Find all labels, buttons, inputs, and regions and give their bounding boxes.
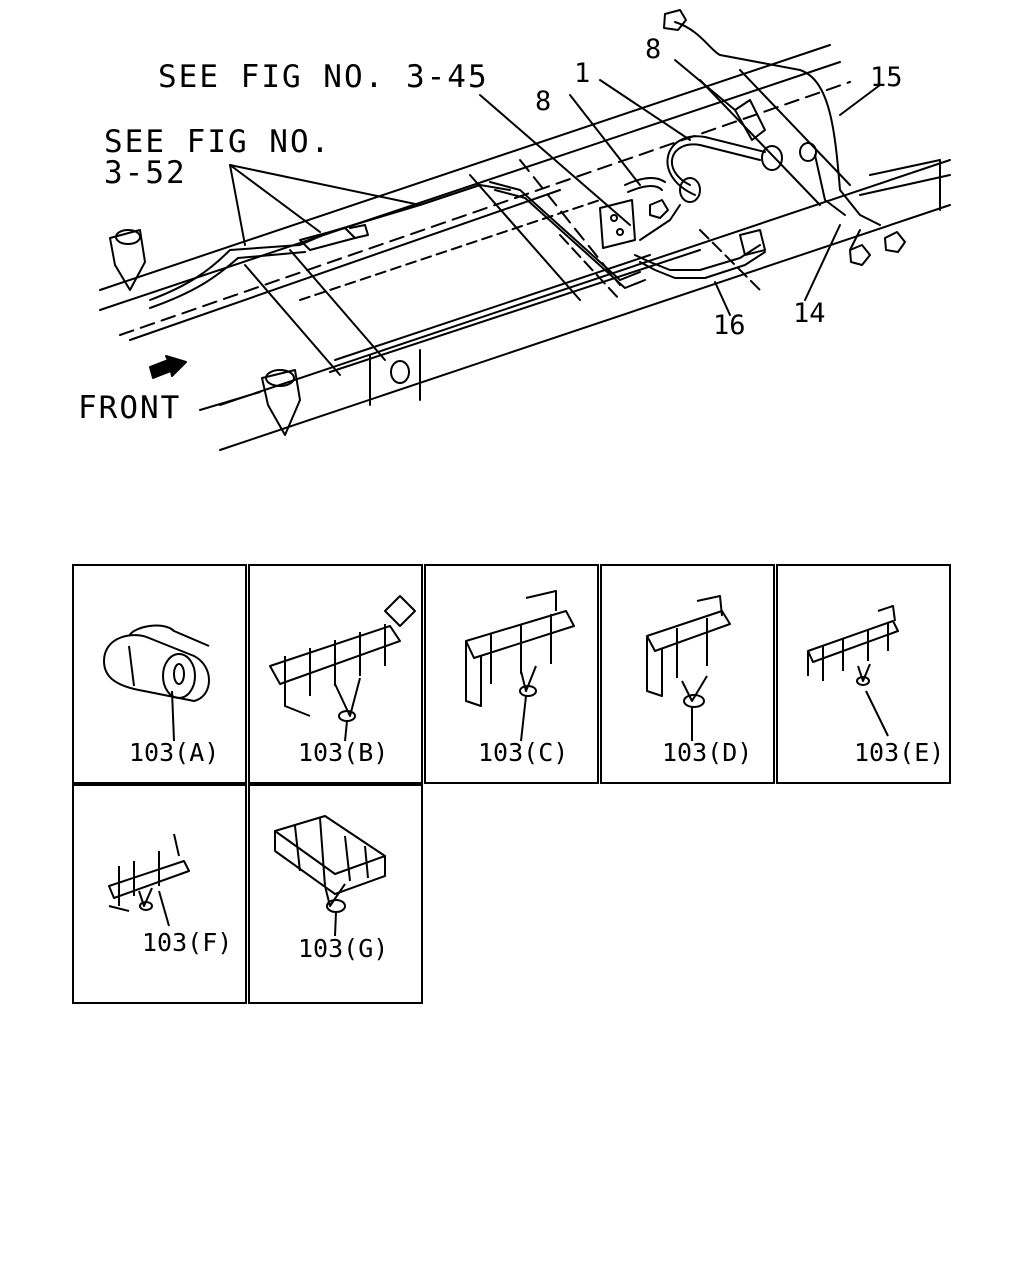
clip-label-e: 103(E)	[854, 738, 945, 767]
clip-a-icon	[103, 624, 210, 742]
clip-label-b: 103(B)	[298, 738, 389, 767]
clip-cell-f: 103(F)	[72, 784, 247, 1004]
callout-8-top: 8	[645, 34, 662, 65]
clip-cell-c: 103(C)	[424, 564, 599, 784]
clip-g-icon	[274, 815, 386, 937]
clip-label-c: 103(C)	[478, 738, 569, 767]
clip-label-a: 103(A)	[129, 738, 220, 767]
front-direction-label: FRONT	[78, 390, 182, 426]
chassis-frame-drawing	[99, 9, 951, 451]
clip-cell-e: 103(E)	[776, 564, 951, 784]
see-fig-3-52-label-line1: SEE FIG NO.	[104, 124, 332, 160]
clip-cell-a: 103(A)	[72, 564, 247, 784]
chassis-brake-pipe-diagram: SEE FIG NO. 3-45 SEE FIG NO. 3-52 FRONT …	[0, 0, 1024, 520]
clip-d-icon	[646, 595, 731, 741]
clip-variant-grid: 103(A) 103(B) 103(C	[72, 564, 952, 1008]
clip-cell-b: 103(B)	[248, 564, 423, 784]
clip-b-icon	[269, 595, 416, 742]
callout-8-mid: 8	[535, 86, 552, 117]
clip-f-icon	[108, 833, 190, 927]
callout-14: 14	[793, 298, 826, 329]
callout-16: 16	[713, 310, 746, 341]
callout-1: 1	[574, 58, 591, 89]
see-fig-3-52-label-line2: 3-52	[104, 155, 187, 191]
clip-cell-d: 103(D)	[600, 564, 775, 784]
callout-15: 15	[870, 62, 903, 93]
clip-label-g: 103(G)	[298, 934, 389, 963]
clip-label-f: 103(F)	[142, 928, 233, 957]
clip-cell-g: 103(G)	[248, 784, 423, 1004]
clip-e-icon	[807, 605, 899, 737]
clip-c-icon	[465, 590, 575, 742]
see-fig-3-45-label: SEE FIG NO. 3-45	[158, 59, 489, 95]
clip-label-d: 103(D)	[662, 738, 753, 767]
